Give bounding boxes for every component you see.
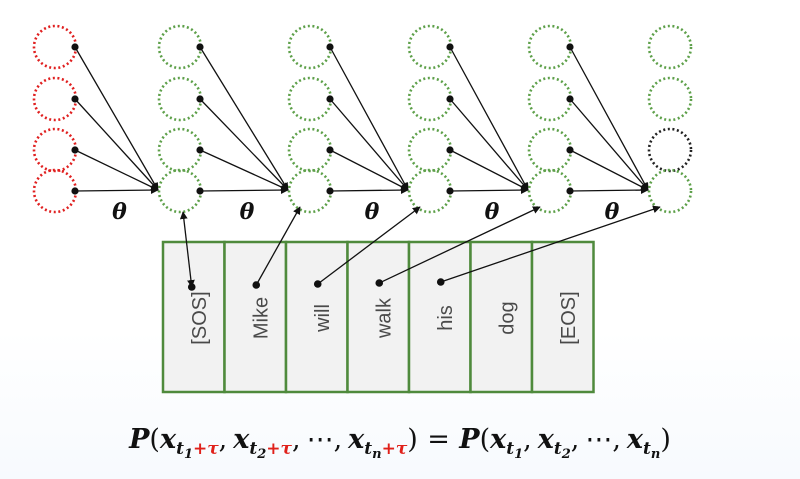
hidden-neuron — [647, 76, 693, 122]
hidden-neuron — [527, 76, 573, 122]
theta-label: θ — [365, 199, 380, 225]
connection-line — [74, 98, 159, 191]
connection-line — [329, 149, 409, 191]
formula-term-1-right: xt1 — [490, 424, 524, 462]
formula-rparen-left: ) — [407, 424, 418, 455]
token-arrow — [440, 205, 661, 283]
connection-line — [449, 186, 529, 194]
formula-ellipsis-left: ⋯ — [306, 424, 334, 455]
formula-term-2-right: xt2 — [537, 424, 571, 462]
connection-line — [199, 46, 289, 191]
token-box — [223, 240, 288, 394]
formula-lparen-left: ( — [149, 424, 160, 455]
token-arrow — [378, 206, 541, 284]
hidden-neuron — [157, 76, 203, 122]
theta-label: θ — [240, 199, 255, 225]
formula-tau-n: +τ — [381, 438, 408, 459]
token-dot — [252, 281, 261, 289]
hidden-neuron — [157, 24, 203, 70]
neural-sequence-diagram: [SOS] Mike will walk his dog [EOS] θ θ θ θ θ — [32, 24, 693, 394]
token-label: dog — [497, 301, 519, 334]
connection-line — [449, 149, 529, 191]
neuron-columns — [32, 24, 693, 214]
connection-line — [569, 98, 649, 191]
hidden-neuron — [157, 127, 203, 173]
connection-line — [449, 98, 529, 191]
hidden-neuron — [287, 76, 333, 122]
hidden-neuron — [157, 168, 203, 214]
formula-tau-2: +τ — [266, 438, 292, 459]
hidden-neuron — [407, 76, 453, 122]
token-label: will — [312, 304, 334, 333]
token-label: Mike — [251, 297, 273, 339]
connection-line — [569, 149, 649, 191]
hidden-neuron — [287, 168, 333, 214]
token-box — [530, 240, 595, 394]
hidden-neuron — [407, 127, 453, 173]
input-neuron — [32, 168, 78, 214]
connection-line — [199, 98, 289, 191]
theta-label: θ — [485, 199, 500, 225]
hidden-neuron — [287, 24, 333, 70]
hidden-neuron — [287, 127, 333, 173]
token-box — [469, 240, 534, 394]
token-strip: [SOS] Mike will walk his dog [EOS] — [161, 240, 595, 394]
formula-ellipsis-right: ⋯ — [585, 424, 613, 455]
theta-label: θ — [605, 199, 620, 225]
token-label: [EOS] — [558, 291, 580, 344]
hidden-neuron — [527, 127, 573, 173]
hidden-neuron — [407, 24, 453, 70]
token-box — [407, 240, 472, 394]
formula-tau-1: +τ — [192, 438, 219, 459]
connection-line — [74, 186, 159, 194]
theta-label: θ — [112, 199, 127, 225]
input-neuron — [32, 127, 78, 173]
connection-line — [199, 186, 289, 194]
input-neuron — [32, 76, 78, 122]
token-label: walk — [374, 297, 396, 339]
connection-line — [569, 186, 649, 194]
token-arrow — [255, 206, 301, 286]
formula-term-n-right: xtn — [626, 424, 661, 462]
token-arrow — [179, 211, 195, 288]
connection-line — [329, 186, 409, 194]
hidden-neuron — [407, 168, 453, 214]
token-box — [284, 240, 349, 394]
hidden-neuron — [647, 168, 693, 214]
formula-p-left: P — [129, 424, 150, 455]
connection-line — [329, 46, 409, 191]
formula-term-2-left: xt2+τ — [233, 424, 292, 462]
formula-lparen-right: ( — [479, 424, 491, 455]
formula-p-right: P — [459, 424, 480, 455]
token-label: his — [435, 305, 457, 331]
connection-line — [74, 46, 159, 191]
token-arrow — [317, 206, 421, 285]
connection-line — [449, 46, 529, 191]
hidden-neuron — [527, 168, 573, 214]
token-label: [SOS] — [189, 291, 211, 344]
highlighted-neuron — [647, 127, 693, 173]
input-neuron — [32, 24, 78, 70]
connections — [71, 43, 661, 291]
hidden-neuron — [647, 24, 693, 70]
stationarity-formula: P(xt1+τ,xt2+τ,⋯,xtn+τ) = P(xt1,xt2,⋯,xtn… — [129, 424, 671, 462]
formula-term-n-left: xtn+τ — [348, 424, 408, 462]
formula-rparen-right: ) — [660, 424, 671, 455]
hidden-neuron — [527, 24, 573, 70]
connection-line — [199, 149, 289, 191]
connection-line — [569, 46, 649, 191]
formula-equals: = — [427, 424, 450, 455]
formula-term-1-left: xt1+τ — [159, 424, 219, 462]
connection-line — [74, 149, 159, 191]
connection-line — [329, 98, 409, 191]
